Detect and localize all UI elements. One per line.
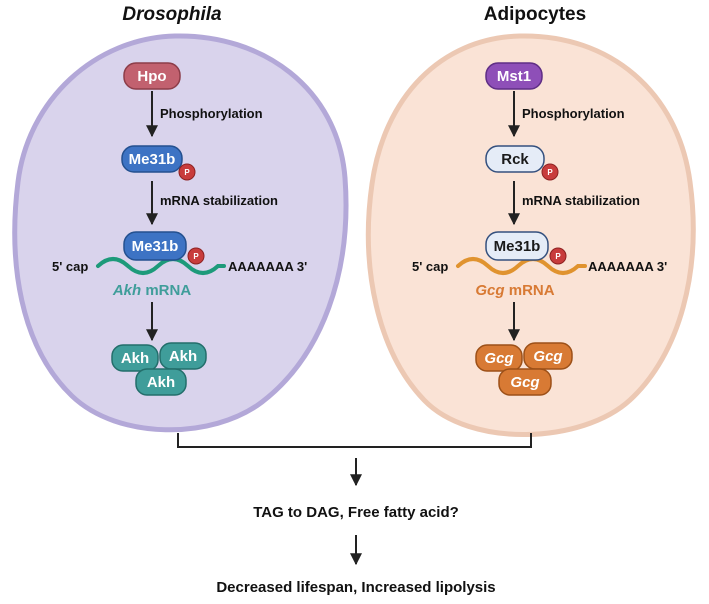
akh-node-2 bbox=[159, 342, 207, 370]
left-polya: AAAAAAA 3' bbox=[228, 259, 307, 274]
right-step-stabilization: mRNA stabilization bbox=[522, 193, 640, 208]
right-step-phosphorylation: Phosphorylation bbox=[522, 106, 625, 121]
rck-node bbox=[485, 145, 545, 173]
left-phospho-1 bbox=[178, 163, 196, 181]
akh-label-1: Akh bbox=[121, 350, 149, 367]
gcg-node-2 bbox=[523, 342, 573, 370]
right-pathway: Mst1 Phosphorylation Rck P mRNA stabiliz… bbox=[412, 62, 667, 396]
left-me31b-node bbox=[121, 145, 183, 173]
left-mrna-strand bbox=[96, 257, 226, 275]
gcg-node-3 bbox=[498, 368, 552, 396]
akh-node-1 bbox=[111, 344, 159, 372]
left-mrna-label: Akh mRNA bbox=[112, 282, 192, 299]
gcg-node-1 bbox=[475, 344, 523, 372]
left-mrna-suffix: mRNA bbox=[141, 282, 191, 299]
right-mrna-label: Gcg mRNA bbox=[475, 282, 554, 299]
right-phospho-1 bbox=[541, 163, 559, 181]
akh-node-3 bbox=[135, 368, 187, 396]
right-title: Adipocytes bbox=[484, 4, 586, 25]
gcg-label-1: Gcg bbox=[484, 350, 513, 367]
right-phospho-2 bbox=[549, 247, 567, 265]
left-title: Drosophila bbox=[122, 4, 222, 25]
right-phospho-1-label: P bbox=[547, 168, 553, 177]
left-pathway: Hpo Phosphorylation Me31b P mRNA stabili… bbox=[52, 62, 307, 396]
hpo-label: Hpo bbox=[137, 68, 166, 85]
rck-label: Rck bbox=[501, 151, 529, 168]
right-me31b-bound-node bbox=[485, 231, 549, 261]
right-mrna-gene: Gcg bbox=[475, 282, 504, 299]
mst1-node bbox=[485, 62, 543, 90]
left-step-phosphorylation: Phosphorylation bbox=[160, 106, 263, 121]
right-me31b-bound-label: Me31b bbox=[494, 238, 541, 255]
mst1-label: Mst1 bbox=[497, 68, 531, 85]
right-mrna-strand bbox=[456, 257, 587, 275]
akh-label-2: Akh bbox=[169, 348, 197, 365]
left-me31b-label: Me31b bbox=[129, 151, 176, 168]
left-mrna-gene: Akh bbox=[112, 282, 141, 299]
hpo-node bbox=[123, 62, 181, 90]
left-phospho-1-label: P bbox=[184, 168, 190, 177]
outcome-1: TAG to DAG, Free fatty acid? bbox=[253, 504, 459, 521]
left-phospho-2-label: P bbox=[193, 252, 199, 261]
outcome-2: Decreased lifespan, Increased lipolysis bbox=[216, 579, 495, 596]
left-5cap: 5' cap bbox=[52, 259, 88, 274]
left-cell bbox=[12, 33, 349, 433]
akh-label-3: Akh bbox=[147, 374, 175, 391]
right-polya: AAAAAAA 3' bbox=[588, 259, 667, 274]
gcg-label-3: Gcg bbox=[510, 374, 539, 391]
gcg-label-2: Gcg bbox=[533, 348, 562, 365]
right-mrna-suffix: mRNA bbox=[505, 282, 555, 299]
left-me31b-bound-node bbox=[123, 231, 187, 261]
convergence-bracket bbox=[177, 433, 532, 448]
left-step-stabilization: mRNA stabilization bbox=[160, 193, 278, 208]
left-me31b-bound-label: Me31b bbox=[132, 238, 179, 255]
right-phospho-2-label: P bbox=[555, 252, 561, 261]
left-phospho-2 bbox=[187, 247, 205, 265]
right-5cap: 5' cap bbox=[412, 259, 448, 274]
